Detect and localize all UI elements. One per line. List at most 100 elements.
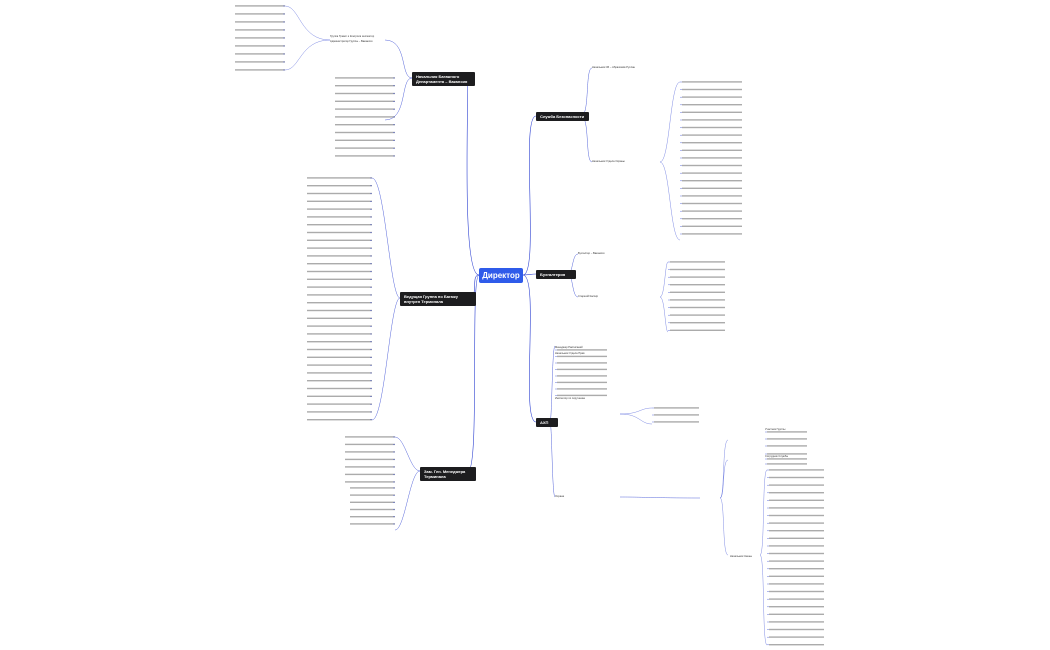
leaf-line: [769, 636, 824, 638]
branch-dept-group[interactable]: Ведущая Группа по Багажу внутрен Термина…: [400, 292, 476, 306]
leaf-line: [335, 100, 395, 102]
leaf-line: [769, 514, 824, 517]
leaf-line: [670, 329, 725, 331]
leaf-line: [682, 104, 742, 106]
leaf-line: [682, 195, 742, 197]
leaf-line: [307, 395, 372, 397]
leaf-line: [307, 294, 372, 296]
leaf-line: [335, 92, 395, 95]
leaf-line: [557, 394, 607, 397]
leaf-line: [769, 530, 824, 532]
leaf-line: [769, 621, 824, 623]
leaf-line: [682, 218, 742, 220]
acc-sub2: Старший Кассир: [578, 295, 599, 298]
leaf-line: [345, 436, 395, 438]
leaf-line: [235, 37, 285, 39]
leaf-line: [682, 180, 742, 182]
leaf-line: [335, 155, 395, 157]
leaf-line: [654, 407, 699, 409]
leaf-line: [670, 306, 725, 309]
leaf-line: [682, 172, 742, 174]
connector: [284, 5, 331, 71]
ahp-b4: Охрана: [555, 495, 565, 498]
leaf-line: [345, 451, 395, 453]
leaf-line: [769, 469, 824, 471]
leaf-line: [307, 387, 372, 390]
leaf-line: [307, 200, 372, 202]
leaf-line: [654, 421, 699, 423]
leaf-line: [307, 325, 372, 327]
leaf-line: [769, 476, 824, 479]
leaf-line: [307, 286, 372, 288]
leaf-line: [235, 53, 285, 55]
leaf-line: [769, 644, 824, 646]
leaf-line: [350, 523, 395, 525]
leaf-line: [682, 96, 742, 98]
ahp-b3: Инспектор по поручению: [555, 397, 586, 400]
branch-security[interactable]: Служба Безопасности: [536, 112, 589, 121]
leaf-line: [335, 131, 395, 134]
leaf-line: [335, 85, 395, 87]
leaf-line: [769, 560, 824, 562]
leaf-line: [335, 116, 395, 118]
leaf-line: [307, 224, 372, 226]
leaf-line: [235, 21, 285, 23]
branch-head-dept[interactable]: Начальник Багажного Департамента – Вакан…: [412, 72, 475, 86]
leaf-line: [235, 13, 285, 15]
leaf-line: [345, 458, 395, 461]
leaf-line: [557, 381, 607, 384]
leaf-line: [767, 463, 807, 465]
branch-accounting[interactable]: Бухгалтерия: [536, 270, 576, 279]
connector: [522, 273, 537, 276]
connector: [466, 77, 480, 276]
leaf-line: [670, 268, 725, 271]
leaf-line: [235, 5, 285, 7]
leaf-line: [769, 568, 824, 570]
ahp-b2: Начальник Отдела Прав: [555, 352, 585, 355]
leaf-line: [307, 208, 372, 210]
leaf-line: [235, 29, 285, 31]
leaf-line: [350, 508, 395, 511]
connector: [580, 67, 593, 117]
leaf-line: [769, 499, 824, 501]
leaf-line: [682, 233, 742, 235]
connector: [659, 81, 681, 241]
leaf-line: [345, 443, 395, 446]
branch-ahp[interactable]: АХП: [536, 418, 558, 427]
leaf-line: [682, 157, 742, 159]
acc-sub1: Бухгалтер – Вакансия: [578, 252, 605, 255]
leaf-line: [769, 537, 824, 539]
branch-deputy[interactable]: Зам. Ген. Менеджера Терминала: [420, 467, 476, 481]
leaf-line: [350, 501, 395, 503]
leaf-line: [682, 164, 742, 167]
ahp-label-c: Начальник Смены: [730, 555, 753, 558]
leaf-line: [767, 445, 807, 447]
leaf-line: [682, 134, 742, 136]
leaf-line: [682, 210, 742, 212]
connector: [580, 115, 593, 163]
leaf-line: [682, 225, 742, 227]
leaf-line: [767, 431, 807, 433]
connector: [371, 177, 401, 421]
connector: [522, 115, 537, 276]
leaf-line: [682, 187, 742, 189]
leaf-line: [307, 239, 372, 241]
connector: [394, 436, 421, 531]
leaf-line: [557, 368, 607, 371]
leaf-line: [307, 177, 372, 179]
leaf-line: [769, 598, 824, 600]
leaf-line: [307, 216, 372, 218]
leaf-line: [682, 126, 742, 129]
leaf-line: [307, 380, 372, 382]
root-node[interactable]: Директор: [479, 268, 523, 283]
sec-sub1: Начальник СБ – Абрахимов Руслан: [592, 66, 635, 69]
leaf-line: [335, 77, 395, 79]
leaf-line: [307, 309, 372, 312]
leaf-line: [307, 333, 372, 335]
leaf-line: [335, 108, 395, 110]
leaf-line: [769, 522, 824, 524]
leaf-line: [350, 487, 395, 489]
leaf-line: [682, 81, 742, 83]
leaf-line: [769, 606, 824, 608]
